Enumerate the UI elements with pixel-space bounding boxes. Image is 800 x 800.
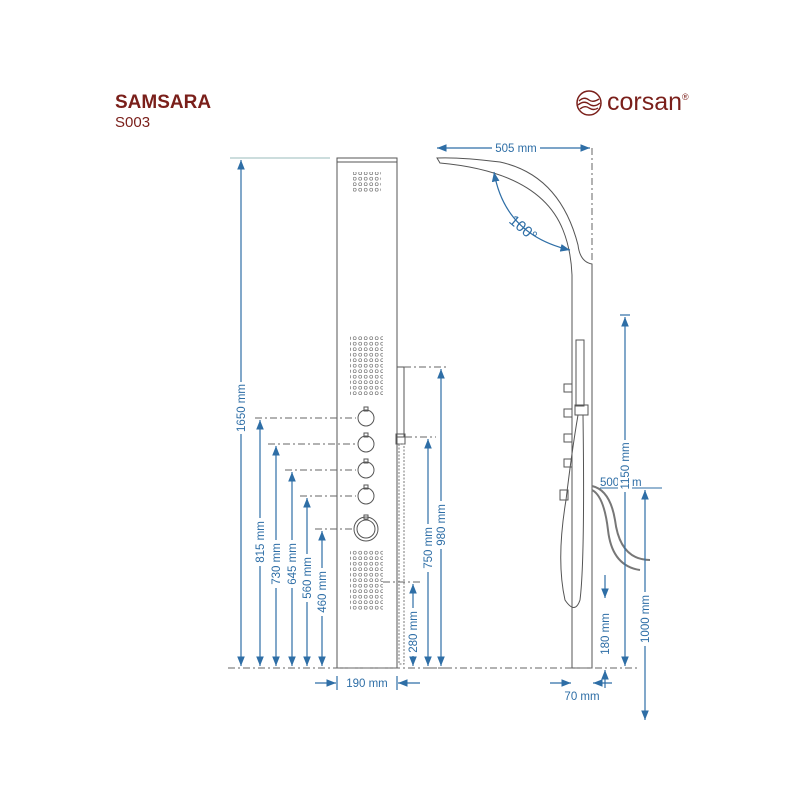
dim-bottom-outlet: 180 mm [600,613,612,655]
dim-arm-reach: 505 mm [495,143,537,155]
dim-knob-2: 730 mm [271,543,283,585]
thermostat-knob [353,516,379,542]
dim-holder: 750 mm [423,527,435,569]
dim-knob-4: 560 mm [302,557,314,599]
dim-depth: 70 mm [564,691,599,703]
brand-logo: corsan ® [575,88,689,117]
product-code: S003 [115,114,151,131]
knob-1 [357,409,375,427]
lower-jets-grid [350,549,383,611]
dim-total-height: 1650 mm [236,384,248,432]
top-jets-grid [353,172,381,192]
side-holder [574,404,589,416]
inlet-hose-1 [591,485,651,561]
knob-4 [357,487,375,505]
dim-upper-height: 1150 mm [620,442,632,489]
side-view: 505 mm 100° 500 mm 1150 mm 1000 mm 180 m… [430,141,662,720]
side-hose-loop [560,414,585,608]
knob-3 [357,461,375,479]
knob-2 [357,435,375,453]
dim-knob-1: 815 mm [255,521,267,563]
control-knobs [353,406,379,542]
registered-mark: ® [682,92,689,102]
product-name: SAMSARA [115,92,212,113]
side-valves [559,383,573,501]
dim-hose-outlet: 280 mm [408,611,420,653]
dim-hand-shower: 980 mm [436,504,448,546]
body-jets-grid [350,336,383,396]
angle-arc [491,171,571,252]
hand-shower [395,366,406,665]
front-view: 1650 mm 815 mm 730 mm 645 mm 560 mm 460 … [228,157,450,690]
dim-arm-angle: 100° [506,212,541,245]
panel-profile [436,157,593,669]
dim-width: 190 mm [346,678,388,690]
brand-name: corsan [607,88,683,116]
dim-inlet-height: 1000 mm [640,595,652,643]
dim-thermostat: 460 mm [317,571,329,613]
side-hand-shower [575,339,585,407]
wave-logo-icon [576,89,602,116]
shower-hose [398,443,405,665]
dim-knob-3: 645 mm [287,543,299,585]
